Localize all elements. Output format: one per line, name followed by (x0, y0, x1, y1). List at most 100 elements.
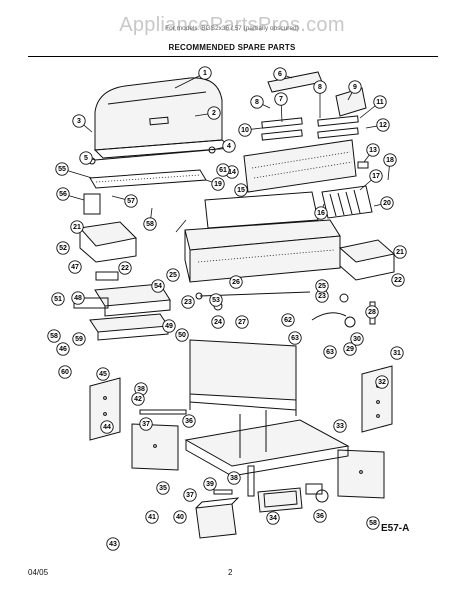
callout-bubble (266, 511, 280, 525)
callout-bubble (333, 419, 347, 433)
callout-number: 60 (61, 369, 69, 376)
callout-number: 38 (137, 386, 145, 393)
callout-number: 59 (75, 336, 83, 343)
callout-5: 5 (79, 151, 93, 165)
callout-21: 21 (70, 220, 84, 234)
callout-7: 7 (274, 92, 288, 106)
callout-bubble (79, 151, 93, 165)
callout-bubble (350, 332, 364, 346)
callout-bubble (175, 328, 189, 342)
callout-number: 22 (121, 265, 129, 272)
cart-back-panel (189, 339, 297, 416)
callout-number: 33 (336, 423, 344, 430)
callout-number: 50 (178, 332, 186, 339)
callout-bubble (156, 481, 170, 495)
callout-32: 32 (375, 375, 389, 389)
callout-number: 6 (278, 71, 282, 78)
callout-number: 10 (241, 127, 249, 134)
firebox (184, 191, 341, 283)
callout-40: 40 (173, 510, 187, 524)
callout-bubble (162, 319, 176, 333)
callout-54: 54 (151, 279, 165, 293)
callout-number: 27 (238, 319, 246, 326)
callout-bubble (55, 162, 69, 176)
callout-28: 28 (365, 305, 379, 319)
callout-60: 60 (58, 365, 72, 379)
callout-48: 48 (71, 291, 85, 305)
callout-46: 46 (56, 342, 70, 356)
callout-number: 63 (326, 349, 334, 356)
watermark: AppliancePartsPros.com (119, 14, 345, 36)
footer-date: 04/05 (28, 568, 49, 577)
callout-number: 55 (58, 166, 66, 173)
callout-number: 4 (227, 143, 231, 150)
callout-number: 58 (146, 221, 154, 228)
callout-bubble (203, 477, 217, 491)
callout-bubble (71, 291, 85, 305)
callout-number: 58 (369, 520, 377, 527)
callout-36: 36 (182, 414, 196, 428)
callout-bubble (274, 92, 288, 106)
heat-shield (243, 139, 357, 193)
callout-2: 2 (207, 106, 221, 120)
callout-bubble (281, 313, 295, 327)
callout-25: 25 (166, 268, 180, 282)
callout-bubble (383, 153, 397, 167)
callout-number: 13 (369, 147, 377, 154)
callout-61: 61 (216, 163, 230, 177)
callout-number: 30 (353, 336, 361, 343)
callout-bubble (56, 342, 70, 356)
callout-20: 20 (380, 196, 394, 210)
callout-bubble (106, 537, 120, 551)
callout-24: 24 (211, 315, 225, 329)
callout-26: 26 (229, 275, 243, 289)
callout-bubble (313, 509, 327, 523)
callout-bubble (313, 80, 327, 94)
callout-bubble (124, 194, 138, 208)
callout-bubble (182, 414, 196, 428)
callout-bubble (51, 292, 65, 306)
callout-bubble (151, 279, 165, 293)
callout-bubble (375, 375, 389, 389)
callout-29: 29 (343, 342, 357, 356)
callout-11: 11 (373, 95, 387, 109)
callout-bubble (118, 261, 132, 275)
warming-rack (89, 169, 207, 189)
callout-number: 36 (316, 513, 324, 520)
crossbar (139, 409, 187, 415)
callout-number: 34 (269, 515, 277, 522)
callout-bubble (68, 260, 82, 274)
callout-34: 34 (266, 511, 280, 525)
callout-bubble (70, 220, 84, 234)
callout-31: 31 (390, 346, 404, 360)
callout-62: 62 (281, 313, 295, 327)
callout-33: 33 (333, 419, 347, 433)
footer-page-number: 2 (228, 568, 233, 577)
callout-bubble (238, 123, 252, 137)
hood-handle (88, 146, 216, 165)
storage-box (195, 497, 240, 539)
callout-bubble (380, 196, 394, 210)
callout-51: 51 (51, 292, 65, 306)
callout-number: 39 (206, 481, 214, 488)
callout-number: 12 (379, 122, 387, 129)
callout-18: 18 (383, 153, 397, 167)
callout-36: 36 (313, 509, 327, 523)
callout-13: 13 (366, 143, 380, 157)
callout-number: 7 (279, 96, 283, 103)
callout-58: 58 (47, 329, 61, 343)
callout-bubble (211, 177, 225, 191)
callout-number: 63 (291, 335, 299, 342)
callout-bubble (209, 293, 223, 307)
callout-bubble (145, 510, 159, 524)
callout-bubble (166, 268, 180, 282)
callout-bubble (369, 169, 383, 183)
callout-bubble (56, 241, 70, 255)
callout-bubble (315, 279, 329, 293)
callout-bubble (314, 206, 328, 220)
callout-bubble (131, 392, 145, 406)
callout-bubble (323, 345, 337, 359)
callout-15: 15 (234, 183, 248, 197)
caster-wheel (305, 483, 329, 503)
burner-tubes (261, 115, 359, 141)
